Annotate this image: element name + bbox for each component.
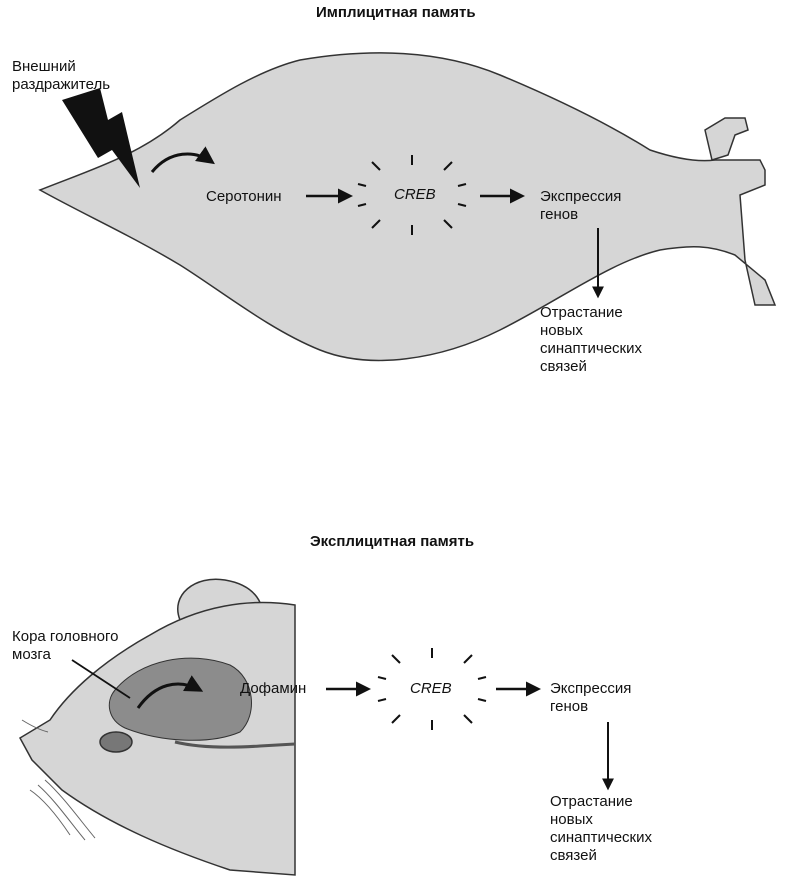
curved-arrow-implicit: [150, 146, 215, 173]
dopamine-label: Дофамин: [240, 680, 307, 697]
brain-cortex-region: [108, 657, 252, 741]
gene-expression-label-implicit: Экспрессия генов: [540, 188, 622, 223]
neuron-cell-body: [38, 52, 777, 362]
implicit-memory-title: Имплицитная память: [316, 4, 476, 21]
curved-arrow-explicit: [136, 675, 204, 709]
creb-rays-implicit: [357, 155, 467, 235]
creb-label-explicit: CREB: [410, 680, 452, 697]
lightning-bolt-icon: [62, 88, 140, 188]
creb-rays-explicit: [377, 648, 487, 730]
creb-label-implicit: CREB: [394, 186, 436, 203]
gene-expression-label-explicit: Экспрессия генов: [550, 680, 632, 715]
external-stimulus-label: Внешний раздражитель: [12, 58, 111, 93]
mouse-whiskers: [21, 719, 96, 841]
explicit-memory-title: Эксплицитная память: [310, 533, 475, 550]
axon-terminal: [704, 117, 749, 161]
brain-stem-line: [174, 740, 296, 749]
cerebral-cortex-label: Кора головного мозга: [12, 628, 119, 663]
synaptic-growth-label-implicit: Отрастание новых синаптических связей: [540, 304, 642, 375]
mouse-eye: [99, 731, 133, 753]
serotonin-label: Серотонин: [206, 188, 282, 205]
synaptic-growth-label-explicit: Отрастание новых синаптических связей: [550, 793, 652, 864]
pointer-line-cortex: [71, 659, 131, 699]
